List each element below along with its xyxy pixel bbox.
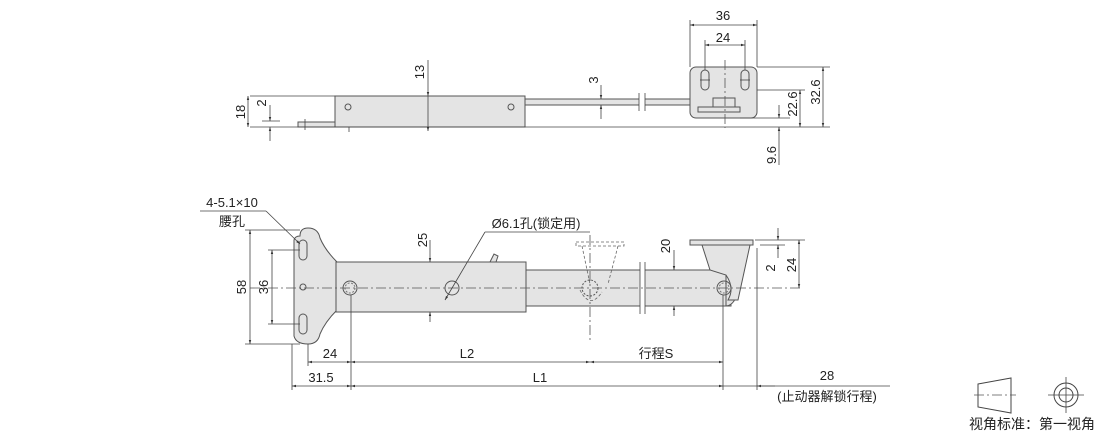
dim-l2: L2 [460,346,474,361]
dim-l1: L1 [533,370,547,385]
dim-2: 2 [254,99,269,106]
frustum-icon [977,377,1012,414]
screw-icon [344,103,352,111]
rod [524,98,696,106]
dim-28: 28 [820,368,834,383]
dim-3: 3 [586,76,601,83]
dim-18: 18 [233,105,248,119]
dim-22-6: 22.6 [785,91,800,116]
dim-36-top: 36 [716,8,730,23]
cylinder-body [335,261,527,313]
bracket-arc [579,289,603,301]
right-bracket-plate [689,239,754,246]
screw-icon [507,103,515,111]
lock-hole-label: Ø6.1孔(锁定用) [492,216,581,231]
release-stroke-label: (止动器解锁行程) [777,389,877,404]
hinge-block [712,97,736,108]
hinge-base [697,106,741,113]
dim-2-front: 2 [763,264,778,271]
dim-stroke-s: 行程S [639,346,674,361]
bracket-retracted-side [581,245,619,285]
cylinder-body [334,95,526,128]
dim-31-5: 31.5 [308,370,333,385]
bracket-retracted [575,241,625,247]
top-view: 18 2 13 3 36 24 22.6 32.6 9.6 [233,8,830,165]
hole-icon [299,283,307,291]
slot-spec: 4-5.1×10 [206,195,258,210]
dim-9-6: 9.6 [764,146,779,164]
dim-36-front: 36 [256,280,271,294]
mounting-plate [293,227,338,345]
slot-label: 腰孔 [219,214,245,229]
dim-32-6: 32.6 [808,79,823,104]
front-view: 4-5.1×10 腰孔 Ø6.1孔(锁定用) 58 36 25 20 2 24 [200,195,890,404]
projection-symbol: 视角标准：第一视角 [969,377,1095,432]
break-gap [639,94,645,110]
dim-13: 13 [412,65,427,79]
dim-24-top: 24 [716,30,730,45]
projection-label: 视角标准：第一视角 [969,416,1095,432]
dim-58: 58 [234,280,249,294]
dim-24-bottom: 24 [323,346,337,361]
dim-24-right: 24 [784,258,799,272]
dim-25: 25 [415,233,430,247]
dim-20: 20 [658,239,673,253]
lock-lever [489,253,499,263]
